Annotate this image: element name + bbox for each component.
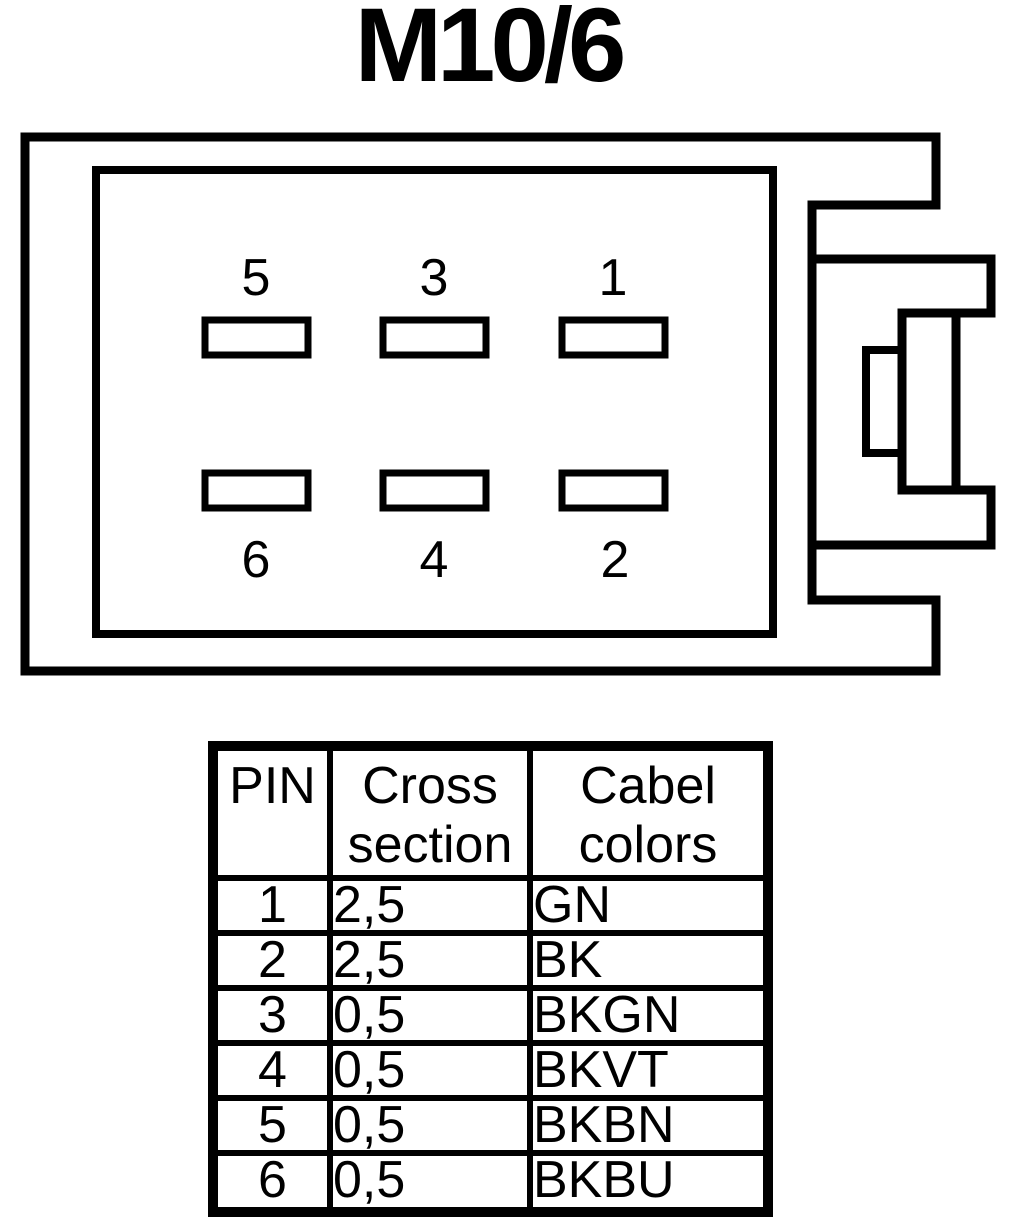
- cable-color-cell: GN: [533, 879, 763, 936]
- pin-label-5: 5: [242, 249, 271, 307]
- pin-slot-4: [379, 469, 490, 512]
- table-row: 4 0,5 BKVT: [218, 1044, 763, 1101]
- pin-cell: 6: [218, 1154, 333, 1207]
- cross-section-cell: 2,5: [333, 879, 533, 936]
- cross-section-header: Cross section: [333, 751, 533, 881]
- pin-label-4: 4: [420, 531, 449, 589]
- pin-slot-2: [558, 469, 669, 512]
- cable-color-cell: BKGN: [533, 989, 763, 1046]
- table-row: 6 0,5 BKBU: [218, 1151, 763, 1209]
- pin-label-3: 3: [420, 249, 449, 307]
- cross-section-cell: 0,5: [333, 1154, 533, 1207]
- housing-outline: [20, 132, 941, 676]
- pin-slot-5: [201, 316, 312, 359]
- cross-section-cell: 2,5: [333, 934, 533, 991]
- pin-label-6: 6: [242, 531, 271, 589]
- pin-cell: 2: [218, 934, 333, 991]
- table-row: 3 0,5 BKGN: [218, 989, 763, 1046]
- connector-diagram: 5 3 1 6 4 2: [20, 132, 996, 676]
- pin-slot-6: [201, 469, 312, 512]
- pin-header: PIN: [218, 751, 333, 881]
- cross-section-cell: 0,5: [333, 989, 533, 1046]
- cable-color-cell: BKBU: [533, 1151, 675, 1209]
- pin-slot-3: [379, 316, 490, 359]
- table-row: 2 2,5 BK: [218, 934, 763, 991]
- cable-colors-header: Cabel colors: [533, 751, 763, 881]
- key-block-outline: [862, 346, 906, 457]
- pin-label-1: 1: [599, 249, 628, 307]
- pin-cell: 1: [218, 879, 333, 936]
- cable-color-cell: BK: [533, 934, 763, 991]
- table-row: 5 0,5 BKBN: [218, 1099, 763, 1156]
- pin-label-2: 2: [601, 531, 630, 589]
- pin-slot-1: [558, 316, 669, 359]
- cable-color-cell: BKBN: [533, 1099, 763, 1156]
- table-row: 1 2,5 GN: [218, 879, 763, 936]
- pin-cell: 3: [218, 989, 333, 1046]
- cable-color-cell: BKVT: [533, 1044, 763, 1101]
- table-header-row: PIN Cross section Cabel colors: [218, 751, 763, 881]
- pinout-table: PIN Cross section Cabel colors 1 2,5 GN …: [208, 741, 773, 1217]
- cross-section-cell: 0,5: [333, 1099, 533, 1156]
- pin-cell: 4: [218, 1044, 333, 1101]
- cavity-outline: [92, 166, 777, 638]
- pin-cell: 5: [218, 1099, 333, 1156]
- page-title: M10/6: [354, 0, 627, 104]
- cross-section-cell: 0,5: [333, 1044, 533, 1101]
